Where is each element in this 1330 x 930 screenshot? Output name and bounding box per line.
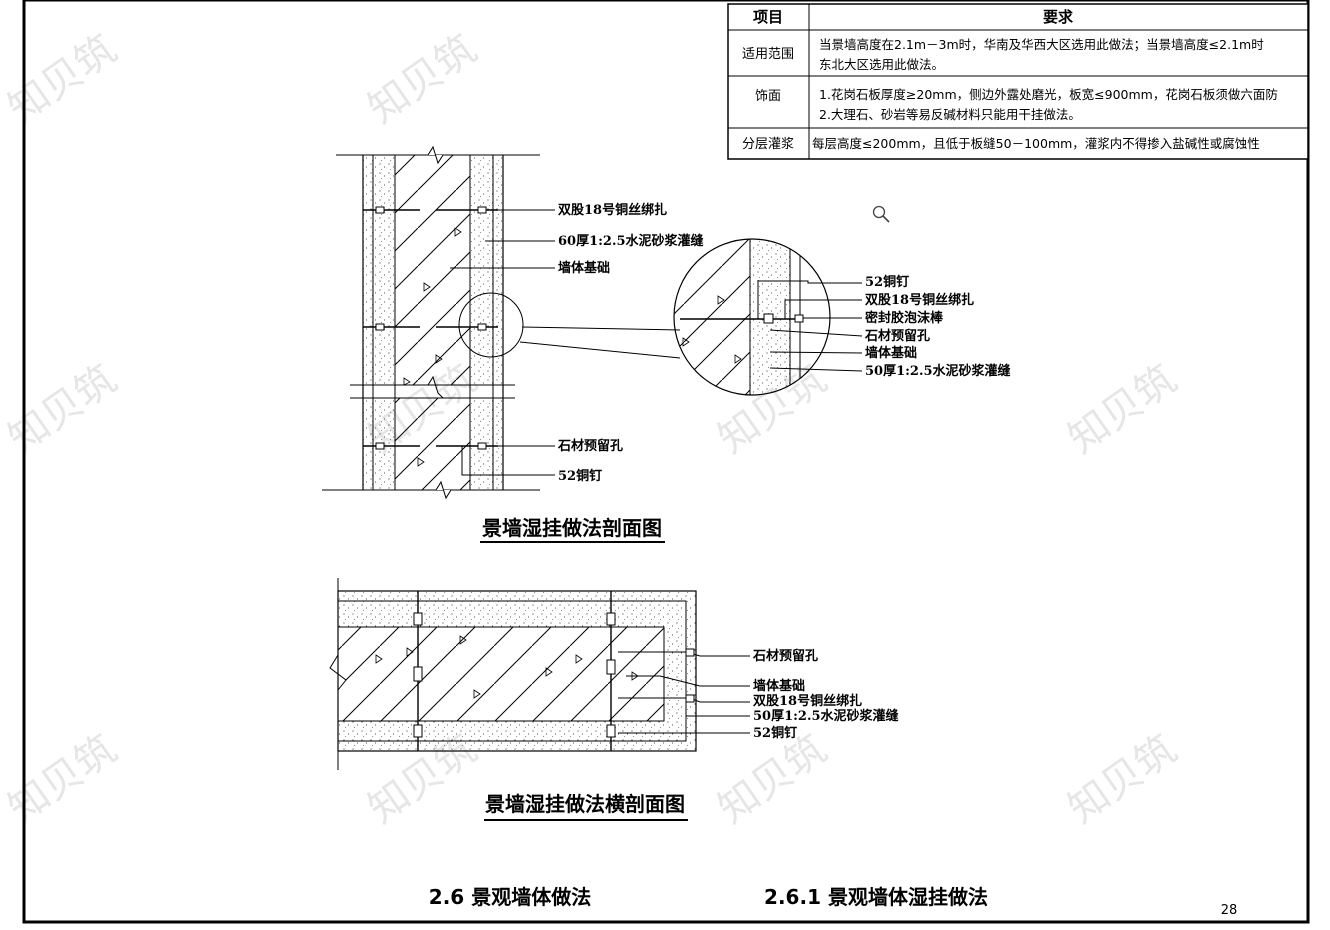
detail-label-wall-base: 墙体基础: [865, 345, 917, 361]
horizontal-section-caption: 景墙湿挂做法横剖面图: [485, 792, 685, 816]
table-row-item: 分层灌浆: [742, 137, 794, 152]
table-row-item: 适用范围: [742, 47, 794, 62]
page-number: 28: [1221, 903, 1238, 918]
vertical-section-drawing: 双股18号铜丝绑扎 60厚1:2.5水泥砂浆灌缝 墙体基础 石材预留孔 52铜钉…: [322, 145, 704, 543]
watermark-text: 知贝筑: [710, 726, 835, 833]
sheet-border: [22, 0, 1310, 924]
table-row-item: 饰面: [755, 89, 781, 104]
label-copper-nail: 52铜钉: [558, 468, 602, 484]
table-row-text: 每层高度≤200mm，且低于板缝50－100mm，灌浆内不得掺入盐碱性或腐蚀性: [812, 136, 1260, 151]
hsec-label-copper-nail: 52铜钉: [753, 725, 797, 741]
section-title: 2.6 景观墙体做法: [429, 885, 591, 909]
hsec-label-wall-base: 墙体基础: [753, 678, 805, 694]
magnifier-icon[interactable]: [872, 205, 890, 223]
watermark-text: 知贝筑: [0, 726, 125, 833]
horizontal-section-drawing: 石材预留孔 墙体基础 双股18号铜丝绑扎 50厚1:2.5水泥砂浆灌缝 52铜钉…: [329, 578, 899, 821]
watermark-text: 知贝筑: [0, 26, 125, 133]
detail-label-stone-hole: 石材预留孔: [864, 328, 930, 344]
label-mortar-joint: 60厚1:2.5水泥砂浆灌缝: [558, 233, 704, 249]
hsec-label-copper-wire: 双股18号铜丝绑扎: [753, 693, 862, 709]
table-row-text: 2.大理石、砂岩等易反碱材料只能用干挂做法。: [819, 107, 1081, 122]
requirements-table: 项目 要求 适用范围 当景墙高度在2.1m－3m时，华南及华西大区选用此做法；当…: [727, 3, 1309, 160]
detail-label-copper-nail: 52铜钉: [865, 274, 909, 290]
vertical-section-caption: 景墙湿挂做法剖面图: [482, 516, 662, 540]
detail-label-sealant: 密封胶泡沫棒: [864, 310, 944, 326]
label-wall-base: 墙体基础: [558, 260, 610, 276]
hsec-label-stone-hole: 石材预留孔: [752, 648, 818, 664]
watermark-text: 知贝筑: [0, 356, 125, 463]
watermark-text: 知贝筑: [1060, 356, 1185, 463]
table-row-text: 东北大区选用此做法。: [819, 57, 944, 72]
subsection-title: 2.6.1 景观墙体湿挂做法: [764, 885, 988, 909]
label-copper-wire: 双股18号铜丝绑扎: [558, 202, 667, 218]
watermark-text: 知贝筑: [1060, 726, 1185, 833]
detail-enlargement: 52铜钉 双股18号铜丝绑扎 密封胶泡沫棒 石材预留孔 墙体基础 50厚1:2.…: [673, 238, 1011, 396]
table-header-requirement: 要求: [1043, 8, 1074, 26]
watermark-text: 知贝筑: [360, 26, 485, 133]
table-row-text: 当景墙高度在2.1m－3m时，华南及华西大区选用此做法；当景墙高度≤2.1m时: [819, 37, 1264, 52]
hsec-label-mortar-joint: 50厚1:2.5水泥砂浆灌缝: [753, 708, 899, 724]
table-row-text: 1.花岗石板厚度≥20mm，侧边外露处磨光，板宽≤900mm，花岗石板须做六面防: [819, 87, 1278, 102]
detail-label-copper-wire: 双股18号铜丝绑扎: [865, 292, 974, 308]
label-stone-hole: 石材预留孔: [557, 438, 623, 454]
table-header-item: 项目: [753, 8, 783, 26]
detail-label-mortar-joint: 50厚1:2.5水泥砂浆灌缝: [865, 363, 1011, 379]
